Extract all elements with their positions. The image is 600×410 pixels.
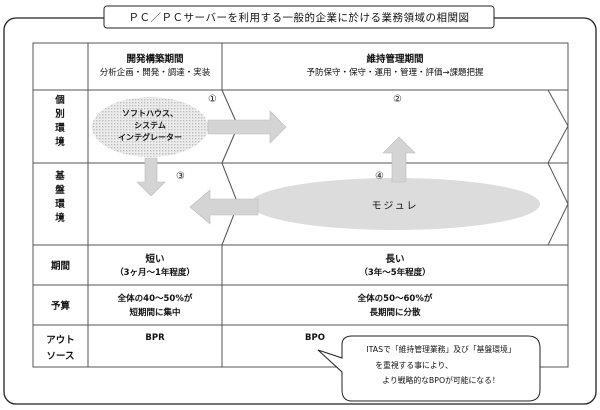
marker-2: ② xyxy=(393,94,402,105)
outsource-dev: BPR xyxy=(145,333,165,343)
title-box xyxy=(103,5,495,29)
period-maint-range: （3年〜5年程度） xyxy=(359,268,431,278)
row-label-budget: 予算 xyxy=(50,301,70,312)
software-house-label-3: インテグレーター xyxy=(118,133,182,142)
marker-3: ③ xyxy=(176,171,185,182)
phase-dev-title: 開発構築期間 xyxy=(126,54,184,65)
callout-bubble xyxy=(317,335,541,402)
period-dev-range: （3ヶ月〜1年程度） xyxy=(115,268,195,278)
phase-dev-subtitle: 分析企画・開発・調達・実装 xyxy=(99,68,211,78)
modulex-bubble xyxy=(250,178,540,230)
callout-line-1: ITASで「維持管理業務」及び「基盤環境」 xyxy=(366,345,516,354)
budget-dev-line-1: 全体の40〜50%が xyxy=(117,294,193,304)
row-label-base: 基 盤 環 境 xyxy=(55,171,65,224)
arrow-dev-to-maint xyxy=(207,110,287,144)
marker-1: ① xyxy=(208,94,217,105)
arrow-down-to-base xyxy=(136,157,166,197)
arrow-left-to-base xyxy=(189,189,259,225)
row-label-outsource-2: ソース xyxy=(46,351,75,362)
row-label-individual: 個 別 環 境 xyxy=(55,95,65,148)
budget-dev-line-2: 短期間に集中 xyxy=(129,308,181,318)
phase-maint-title: 維持管理期間 xyxy=(366,54,424,65)
software-house-label-2: システム xyxy=(134,121,166,130)
software-house-label-1: ソフトハウス、 xyxy=(122,109,178,118)
callout-line-3: より戦略的なBPOが可能になる！ xyxy=(382,376,500,385)
period-maint-long: 長い xyxy=(385,254,405,265)
budget-maint-line-2: 長期間に分散 xyxy=(369,308,421,318)
diagram-title: ＰＣ／ＰＣサーバーを利用する一般的企業に於ける業務領域の相関図 xyxy=(128,12,470,24)
period-dev-short: 短い xyxy=(145,254,165,265)
row-label-outsource-1: アウト xyxy=(46,335,75,346)
software-house-bubble xyxy=(92,97,208,157)
arrow-up-to-individual xyxy=(382,136,416,183)
modulex-label: モジュレ xyxy=(371,201,419,212)
outsource-maint: BPO xyxy=(305,333,325,343)
marker-4: ④ xyxy=(375,171,384,182)
phase-maint-subtitle: 予防保守・保守・運用・管理・評価→課題把握 xyxy=(306,68,484,78)
budget-maint-line-1: 全体の50〜60%が xyxy=(357,294,433,304)
callout-line-2: を重視する事により、 xyxy=(375,361,453,370)
row-label-period: 期間 xyxy=(50,261,70,272)
